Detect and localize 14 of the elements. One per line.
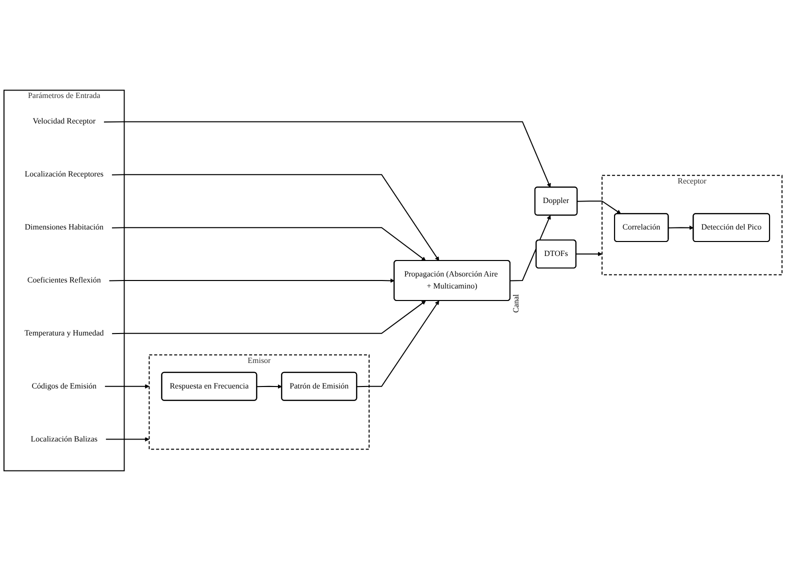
arrow bbox=[510, 215, 551, 282]
side-label: Canal bbox=[511, 294, 520, 313]
arrow bbox=[112, 300, 426, 334]
arrow bbox=[105, 437, 150, 442]
arrow bbox=[575, 252, 602, 256]
arrow bbox=[256, 384, 282, 389]
arrow bbox=[108, 278, 395, 283]
arrow bbox=[111, 227, 426, 261]
arrow bbox=[103, 121, 551, 188]
arrow bbox=[668, 226, 694, 230]
arrow bbox=[356, 300, 440, 388]
arrow bbox=[104, 384, 150, 389]
arrow bbox=[576, 200, 622, 214]
arrow bbox=[111, 174, 440, 261]
